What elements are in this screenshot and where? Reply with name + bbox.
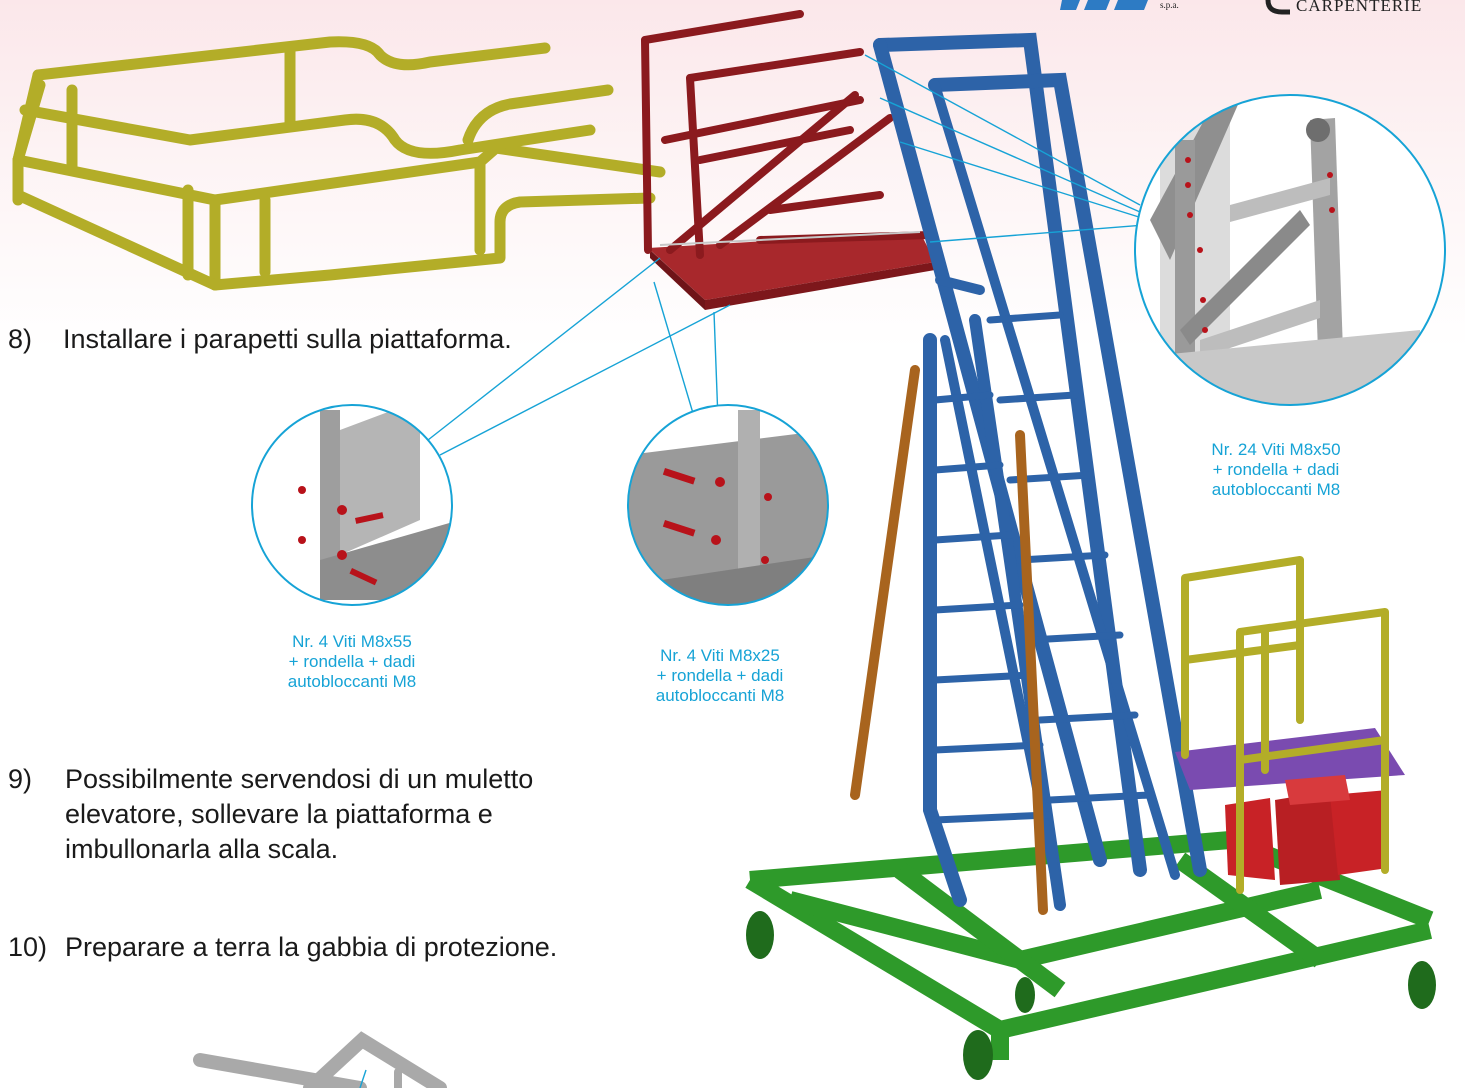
- step-9-line-2: elevatore, sollevare la piattaforma e: [65, 799, 493, 829]
- callout-middle-caption: Nr. 4 Viti M8x25 + rondella + dadi autob…: [620, 646, 820, 706]
- detail-circle-left: [251, 404, 453, 606]
- callout-middle-line-1: Nr. 4 Viti M8x25: [660, 646, 780, 665]
- callout-left-line-3: autobloccanti M8: [287, 672, 417, 691]
- carpenterie-logo-mark: [1265, 0, 1290, 15]
- callout-middle-line-3: autobloccanti M8: [655, 686, 785, 705]
- green-base-wheels: [746, 911, 1436, 1080]
- step-9-line-1: Possibilmente servendosi di un muletto: [65, 764, 534, 794]
- yellow-gate-railing-drawing: [1181, 556, 1389, 894]
- red-platform-drawing: [641, 10, 935, 310]
- callout-right-caption: Nr. 24 Viti M8x50 + rondella + dadi auto…: [1176, 440, 1376, 500]
- step-10: 10) Preparare a terra la gabbia di protez…: [8, 930, 557, 965]
- callout-left-caption: Nr. 4 Viti M8x55 + rondella + dadi autob…: [252, 632, 452, 692]
- detail-circle-right: [1134, 94, 1446, 406]
- yellow-guardrail-drawing: [12, 36, 666, 291]
- step-9-line-3: imbullonarla alla scala.: [65, 834, 339, 864]
- step-8-text: Installare i parapetti sulla piattaforma…: [63, 324, 512, 354]
- detail-circle-middle: [627, 404, 829, 606]
- brown-poles-drawing: [850, 365, 1048, 915]
- company-logo-mark: [1060, 0, 1148, 10]
- blue-ladder-drawing: [873, 32, 1207, 911]
- grey-cage-leader: [359, 1069, 367, 1088]
- step-10-text: Preparare a terra la gabbia di protezion…: [65, 932, 558, 962]
- step-8: 8) Installare i parapetti sulla piattafor…: [8, 322, 512, 357]
- red-crates-drawing: [1225, 775, 1388, 885]
- callout-left-line-1: Nr. 4 Viti M8x55: [292, 632, 412, 651]
- logo-carpenterie-text: CARPENTERIE: [1296, 0, 1423, 15]
- callout-right-line-1: Nr. 24 Viti M8x50: [1211, 440, 1341, 459]
- callout-middle-line-2: + rondella + dadi: [656, 666, 784, 685]
- step-9-number: 9): [8, 764, 33, 794]
- step-10-number: 10): [8, 932, 48, 962]
- logo-suffix: s.p.a.: [1160, 0, 1179, 10]
- step-9: 9) Possibilmente servendosi di un mulett…: [8, 762, 533, 867]
- callout-leader-lines: [427, 54, 1146, 456]
- callout-right-line-2: + rondella + dadi: [1212, 460, 1340, 479]
- step-8-number: 8): [8, 324, 33, 354]
- grey-cage-drawing: [193, 1031, 447, 1088]
- callout-right-line-3: autobloccanti M8: [1211, 480, 1341, 499]
- callout-left-line-2: + rondella + dadi: [288, 652, 416, 671]
